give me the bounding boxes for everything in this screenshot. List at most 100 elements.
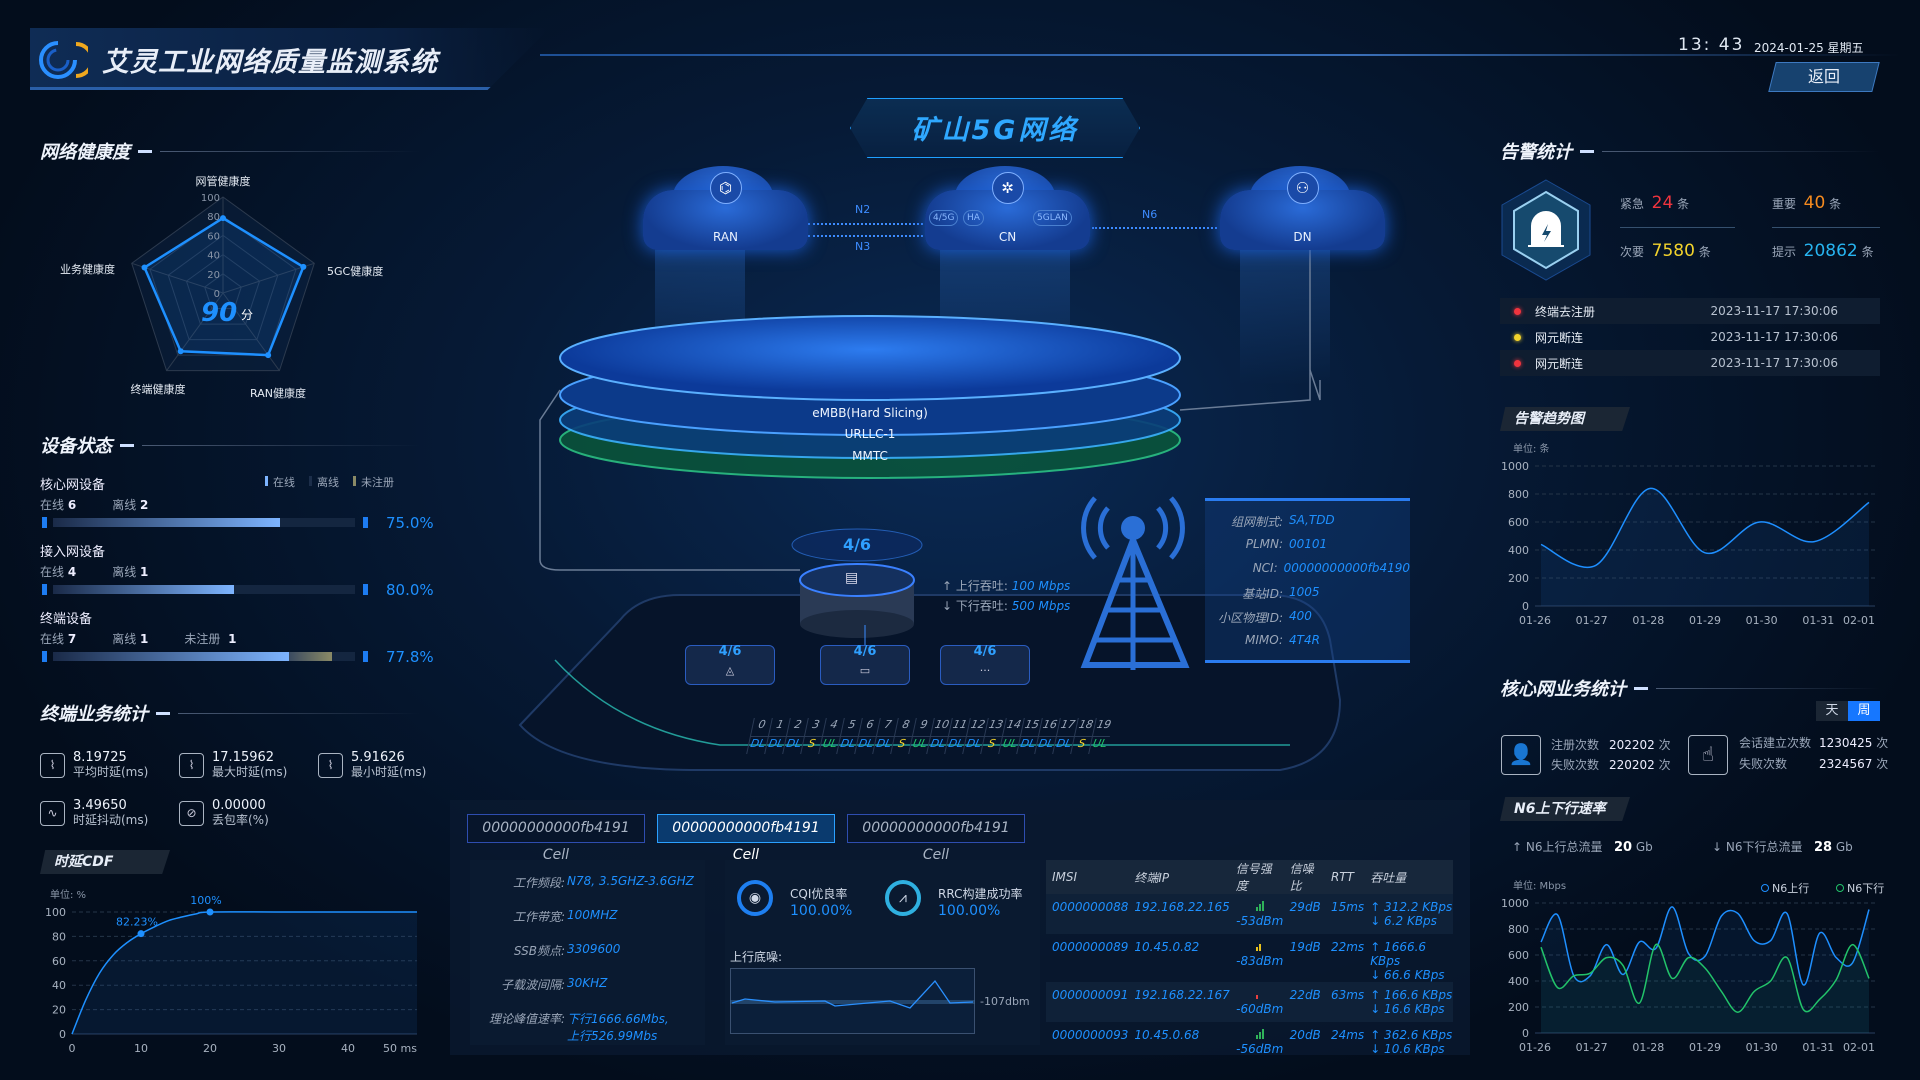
radar-tick: 100 xyxy=(201,193,220,204)
alarm-stat: 提示 20862 条 xyxy=(1772,241,1874,261)
alarm-bell-icon xyxy=(1501,179,1591,281)
health-score: 90 xyxy=(201,298,237,328)
col-header: IMSI xyxy=(1046,860,1129,894)
legend-label: N6上行 xyxy=(1772,882,1809,895)
y-tick-label: 100 xyxy=(45,906,66,919)
y-tick-label: 80 xyxy=(52,930,66,943)
y-tick-label: 200 xyxy=(1508,1001,1529,1014)
sub-node[interactable]: 4/6◬ xyxy=(685,644,775,685)
sub-node[interactable]: 4/6··· xyxy=(940,644,1030,685)
device-progress-bar xyxy=(53,652,355,661)
logo-icon xyxy=(39,41,88,79)
x-tick-label: 50 ms xyxy=(383,1042,417,1055)
n6-tab: N6上下行速率 xyxy=(1500,797,1630,821)
radar-grid xyxy=(149,215,297,356)
section-title: 终端业务统计 xyxy=(40,704,148,725)
radar-area xyxy=(142,216,305,357)
device-icon: ▭ xyxy=(859,664,871,677)
alarm-trend-tab: 告警趋势图 xyxy=(1500,407,1630,431)
signal-icon xyxy=(1255,1028,1264,1039)
interface-n6: N6 xyxy=(1142,208,1158,221)
x-tick-label: 01-29 xyxy=(1689,1041,1721,1054)
link-icon: ⊘ xyxy=(179,800,204,826)
y-tick-label: 60 xyxy=(52,955,66,968)
x-tick-label: 0 xyxy=(69,1042,76,1055)
gnb-node-label[interactable]: 4/6 xyxy=(842,535,872,554)
section-alarm: 告警统计 xyxy=(1500,138,1880,164)
cloud-dn[interactable]: ⚇DN xyxy=(1220,166,1385,250)
legend-online: 在线 xyxy=(265,474,295,490)
uplink-throughput: ↑ 上行吞吐: 100 Mbps xyxy=(942,579,1071,593)
cell-tab-1[interactable]: 00000000000fb4191 Cell xyxy=(657,814,835,863)
y-tick-label: 800 xyxy=(1508,488,1529,501)
cn-icon: ✲ xyxy=(991,172,1024,204)
radar-axis-label: 5GC健康度 xyxy=(327,264,383,278)
cdf-area xyxy=(72,911,417,1034)
toggle-week[interactable]: 周 xyxy=(1848,701,1880,721)
device-online-pct: 77.8% xyxy=(386,648,434,666)
legend-marker xyxy=(1761,884,1769,892)
cell-tab-2[interactable]: 00000000000fb4191 Cell xyxy=(847,814,1025,863)
cqi-icon: ◉ xyxy=(737,880,773,916)
alarm-stat: 重要 40 条 xyxy=(1772,193,1842,213)
y-tick-label: 400 xyxy=(1508,544,1529,557)
x-tick-label: 01-28 xyxy=(1632,614,1664,627)
radar-point xyxy=(177,348,184,355)
rrc-icon: ⩘ xyxy=(885,880,921,916)
x-tick-label: 30 xyxy=(272,1042,286,1055)
radar-tick: 60 xyxy=(207,231,220,242)
toggle-day[interactable]: 天 xyxy=(1816,701,1848,721)
app-title: 艾灵工业网络质量监测系统 xyxy=(102,47,438,78)
slice-mmtc: MMTC xyxy=(852,449,888,463)
radar-tick: 0 xyxy=(214,289,220,300)
sub-node[interactable]: 4/6▭ xyxy=(820,644,910,685)
cell-tab-0[interactable]: 00000000000fb4191 Cell xyxy=(467,814,645,863)
radar-axis-label: 业务健康度 xyxy=(60,262,115,276)
interface-n2: N2 xyxy=(855,203,871,216)
period-toggle: 天 周 xyxy=(1816,701,1880,721)
min-latency-icon: ⌇ xyxy=(318,752,343,778)
y-tick-label: 1000 xyxy=(1501,897,1529,910)
tower-icon xyxy=(1080,496,1190,670)
clock: 13: 43 xyxy=(1678,35,1745,55)
legend-unregistered: 未注册 xyxy=(353,474,394,490)
col-header: 吞吐量 xyxy=(1364,860,1453,894)
gnb-node-icon: ▤ xyxy=(845,570,859,586)
radar-tick: 80 xyxy=(207,212,220,223)
x-tick-label: 01-31 xyxy=(1802,614,1834,627)
noise-chart xyxy=(730,968,975,1034)
y-tick-label: 200 xyxy=(1508,572,1529,585)
cloud-ran[interactable]: ⌬RAN xyxy=(643,166,808,250)
device-legend: 在线 离线 未注册 xyxy=(265,474,394,490)
x-tick-label: 02-01 xyxy=(1843,1041,1875,1054)
antenna-icon: ◬ xyxy=(725,664,735,677)
section-health: 网络健康度 xyxy=(40,138,420,164)
slice-urllc: URLLC-1 xyxy=(844,427,896,441)
cqi-value: 100.00% xyxy=(790,903,853,919)
signal-icon xyxy=(1255,940,1264,951)
cn-tag: 4/5G xyxy=(929,210,959,226)
interface-n3: N3 xyxy=(855,240,871,253)
session-hand-icon: ☝ xyxy=(1688,735,1728,775)
radar-grid xyxy=(185,253,261,325)
radar-point xyxy=(220,215,226,222)
y-tick-label: 600 xyxy=(1508,949,1529,962)
radar-point xyxy=(300,263,307,270)
y-tick-label: 20 xyxy=(52,1004,66,1017)
